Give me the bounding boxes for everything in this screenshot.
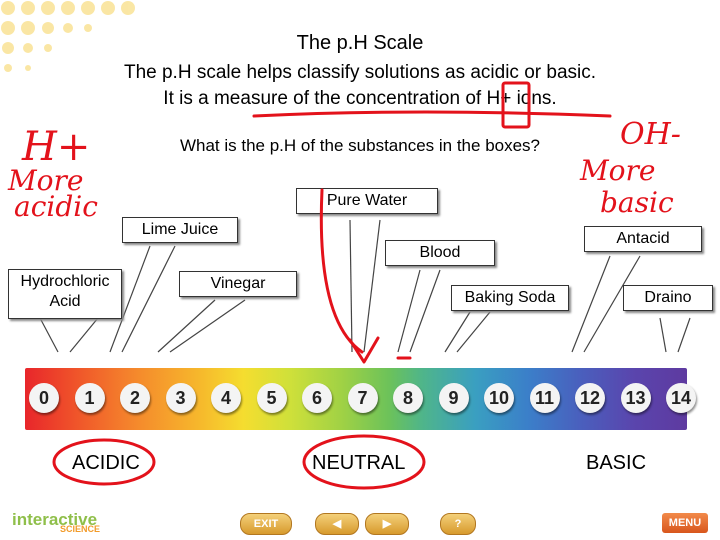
ph-number-2: 2 [120,383,150,413]
ph-number-1: 1 [74,383,105,413]
subtitle-line-1: The p.H scale helps classify solutions a… [123,62,597,83]
box-around-h-annotation [501,81,531,129]
ph-number-11: 11 [529,383,560,413]
neutral-label: NEUTRAL [312,452,406,474]
more-acidic-line-2: acidic [14,190,98,223]
forward-button[interactable]: ▶ [365,513,409,535]
arrow-shaft-annotation [319,188,364,354]
ph-number-12: 12 [575,383,605,413]
ph-number-13: 13 [620,383,651,413]
help-button[interactable]: ? [440,513,476,535]
label-lime-juice: Lime Juice [122,217,238,243]
ph-number-9: 9 [438,383,469,413]
question-text: What is the p.H of the substances in the… [179,136,541,155]
label-hydrochloric-acid: Hydrochloric Acid [8,269,122,319]
left-arrow-icon: ◀ [332,518,342,530]
ph-number-3: 3 [165,383,196,413]
more-acidic-line-1: More [7,164,83,197]
right-arrow-icon: ▶ [382,518,392,530]
label-draino: Draino [623,285,713,311]
label-pure-water: Pure Water [296,188,438,214]
back-button[interactable]: ◀ [315,513,359,535]
underline-annotation [252,110,612,118]
ph-number-14: 14 [666,383,696,413]
label-blood: Blood [385,240,495,266]
interactive-science-logo-sub: SCIENCE [60,524,101,534]
interactive-science-logo: interactive [12,510,98,529]
circle-acidic-annotation [52,438,156,486]
ph-number-4: 4 [211,383,241,413]
subtitle-line-2: It is a measure of the concentration of … [163,88,557,109]
ph-number-7: 7 [347,383,378,413]
oh-minus-annotation: OH- [620,117,681,152]
page-title: The p.H Scale [296,32,424,54]
label-antacid: Antacid [584,226,702,252]
more-basic-line-2: basic [600,186,674,219]
exit-button[interactable]: EXIT [240,513,292,535]
hydrochloric-line-2: Acid [49,293,81,310]
hydrochloric-line-1: Hydrochloric [20,273,110,290]
ph-number-6: 6 [302,383,332,413]
acidic-label: ACIDIC [72,452,140,474]
more-basic-line-1: More [579,154,655,187]
ph-number-8: 8 [393,383,423,413]
menu-button[interactable]: MENU [662,513,708,533]
basic-label: BASIC [586,452,647,474]
ph-number-5: 5 [256,383,287,413]
h-plus-annotation: H+ [21,124,90,170]
arrow-head-annotation [348,336,380,364]
label-baking-soda: Baking Soda [451,285,569,311]
circle-neutral-annotation [302,434,426,490]
ph-number-10: 10 [484,383,514,413]
ph-number-0: 0 [29,383,59,413]
label-vinegar: Vinegar [179,271,297,297]
